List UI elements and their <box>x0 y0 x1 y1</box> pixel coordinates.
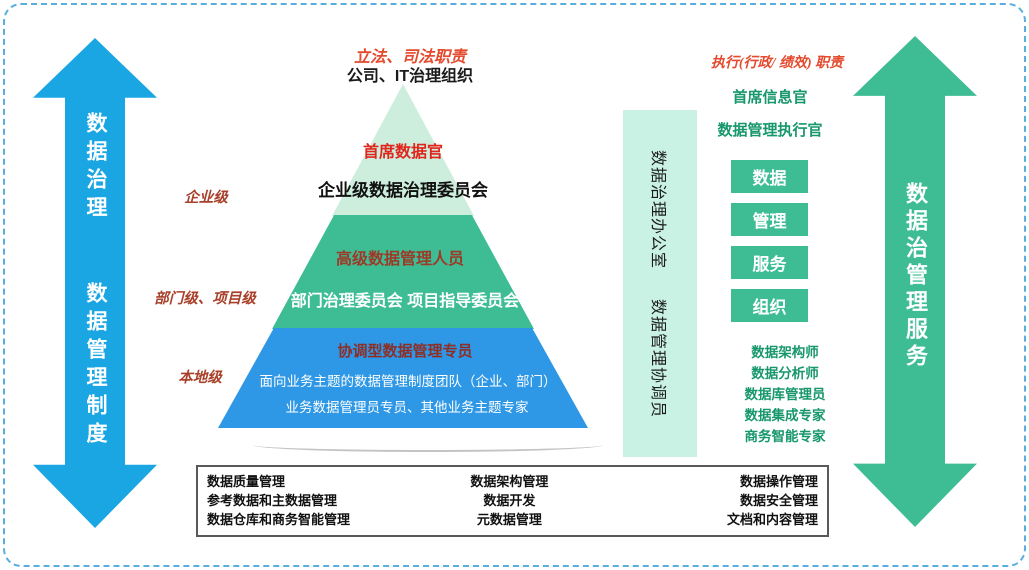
function-item: 参考数据和主数据管理 <box>207 493 338 508</box>
service-box-data: 数据 <box>731 160 808 193</box>
function-item: 文档和内容管理 <box>726 512 818 527</box>
chief-information-officer-label: 首席信息官 <box>732 90 808 106</box>
functions-column-2: 数据架构管理 数据开发 元数据管理 <box>418 467 600 535</box>
coordinating-steward-label: 协调型数据管理专员 <box>337 343 473 360</box>
governance-office-bar: 数据治理办公室 数据管理协调员 <box>623 110 697 457</box>
functions-column-1: 数据质量管理 参考数据和主数据管理 数据仓库和商务智能管理 <box>198 467 418 535</box>
governance-office-bar-text: 数据治理办公室 数据管理协调员 <box>648 149 672 417</box>
department-committee-label: 部门治理委员会 项目指导委员会 <box>290 293 520 310</box>
governance-office-label: 数据治理办公室 <box>649 149 666 269</box>
function-item: 数据仓库和商务智能管理 <box>207 512 351 527</box>
level-label-department-project: 部门级、项目级 <box>154 291 256 307</box>
role-bi-expert: 商务智能专家 <box>744 429 826 444</box>
business-stewards-label: 业务数据管理员专员、其他业务主题专家 <box>285 400 529 415</box>
legislative-duty-title: 立法、司法职责 <box>353 49 466 66</box>
service-box-management: 管理 <box>731 203 808 236</box>
enterprise-committee-label: 企业级数据治理委员会 <box>318 181 488 200</box>
left-arrow-label-top: 数据治理 <box>84 112 107 224</box>
pyramid-shadow <box>253 438 603 452</box>
service-box-service: 服务 <box>731 246 808 279</box>
pyramid-level-local <box>218 328 588 428</box>
level-label-local: 本地级 <box>178 370 222 386</box>
executive-duty-title: 执行(行政/ 绩效) 职责 <box>710 56 844 71</box>
level-label-enterprise: 企业级 <box>184 190 228 206</box>
function-item: 数据架构管理 <box>470 474 549 489</box>
role-data-architect: 数据架构师 <box>751 345 819 360</box>
service-box-organization: 组织 <box>731 289 808 322</box>
function-item: 数据安全管理 <box>739 493 818 508</box>
function-item: 数据开发 <box>483 493 536 508</box>
function-item: 数据质量管理 <box>207 474 286 489</box>
right-arrow-label: 数据治管理服务 <box>903 182 928 371</box>
data-management-coordinator-label: 数据管理协调员 <box>649 298 666 418</box>
function-item: 数据操作管理 <box>739 474 818 489</box>
data-management-executive-label: 数据管理执行官 <box>717 123 823 139</box>
data-functions-table: 数据质量管理 参考数据和主数据管理 数据仓库和商务智能管理 数据架构管理 数据开… <box>196 465 829 537</box>
role-data-analyst: 数据分析师 <box>751 366 819 381</box>
technical-roles-list: 数据架构师 数据分析师 数据库管理员 数据集成专家 商务智能专家 <box>700 342 870 447</box>
senior-data-steward-label: 高级数据管理人员 <box>335 251 464 268</box>
left-arrow-label-bottom: 数据管理制度 <box>84 282 107 450</box>
role-data-integration-expert: 数据集成专家 <box>744 408 826 423</box>
role-dba: 数据库管理员 <box>744 387 826 402</box>
chief-data-officer-label: 首席数据官 <box>362 144 443 161</box>
corporate-it-governance-title: 公司、IT治理组织 <box>346 68 474 85</box>
function-item: 元数据管理 <box>476 512 542 527</box>
dashed-border-frame <box>3 3 1026 567</box>
functions-column-3: 数据操作管理 数据安全管理 文档和内容管理 <box>601 467 827 535</box>
business-teams-label: 面向业务主题的数据管理制度团队（企业、部门） <box>259 374 557 389</box>
